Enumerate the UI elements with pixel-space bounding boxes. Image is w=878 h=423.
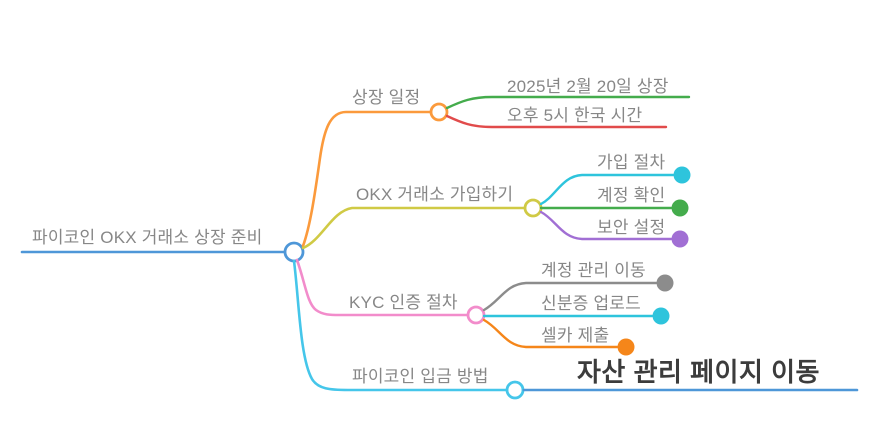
leaf-asset-page-label[interactable]: 자산 관리 페이지 이동 — [577, 357, 820, 387]
branch-join-label[interactable]: OKX 거래소 가입하기 — [356, 185, 514, 204]
leaf-security-dot[interactable] — [671, 230, 689, 248]
leaf-listing-time-line — [445, 114, 668, 129]
leaf-account-check-label[interactable]: 계정 확인 — [597, 186, 666, 205]
branch-schedule-label[interactable]: 상장 일정 — [352, 88, 421, 107]
leaf-signup-dot[interactable] — [673, 166, 691, 184]
leaf-account-check-dot[interactable] — [671, 199, 689, 217]
branch-deposit-label[interactable]: 파이코인 입금 방법 — [352, 367, 489, 386]
leaf-id-upload-label[interactable]: 신분증 업로드 — [541, 294, 641, 313]
branch-join-line — [301, 206, 527, 250]
leaf-listing-date-label[interactable]: 2025년 2월 20일 상장 — [507, 77, 669, 96]
root-node-label[interactable]: 파이코인 OKX 거래소 상장 준비 — [32, 228, 263, 247]
leaf-security-label[interactable]: 보안 설정 — [597, 218, 666, 237]
branch-schedule-line — [301, 110, 433, 248]
branch-kyc-circle[interactable] — [466, 305, 486, 325]
branch-kyc-label[interactable]: KYC 인증 절차 — [349, 293, 458, 312]
leaf-account-manage-line — [482, 281, 658, 312]
root-node-circle[interactable] — [283, 241, 305, 263]
leaf-listing-time-label[interactable]: 오후 5시 한국 시간 — [507, 106, 643, 125]
leaf-selfie-dot[interactable] — [617, 338, 635, 356]
leaf-selfie-label[interactable]: 셀카 제출 — [541, 326, 610, 345]
branch-schedule-circle[interactable] — [429, 102, 449, 122]
branch-deposit-circle[interactable] — [505, 380, 525, 400]
branch-join-circle[interactable] — [523, 198, 543, 218]
leaf-account-manage-label[interactable]: 계정 관리 이동 — [541, 261, 646, 280]
leaf-listing-date-line — [445, 95, 691, 110]
leaf-signup-line — [539, 173, 675, 206]
branch-deposit-line — [292, 259, 509, 392]
branch-kyc-line — [295, 258, 470, 317]
leaf-account-manage-dot[interactable] — [656, 274, 674, 292]
leaf-security-line — [539, 210, 673, 241]
leaf-selfie-line — [482, 318, 619, 349]
leaf-id-upload-dot[interactable] — [652, 307, 670, 325]
leaf-signup-label[interactable]: 가입 절차 — [597, 153, 666, 172]
